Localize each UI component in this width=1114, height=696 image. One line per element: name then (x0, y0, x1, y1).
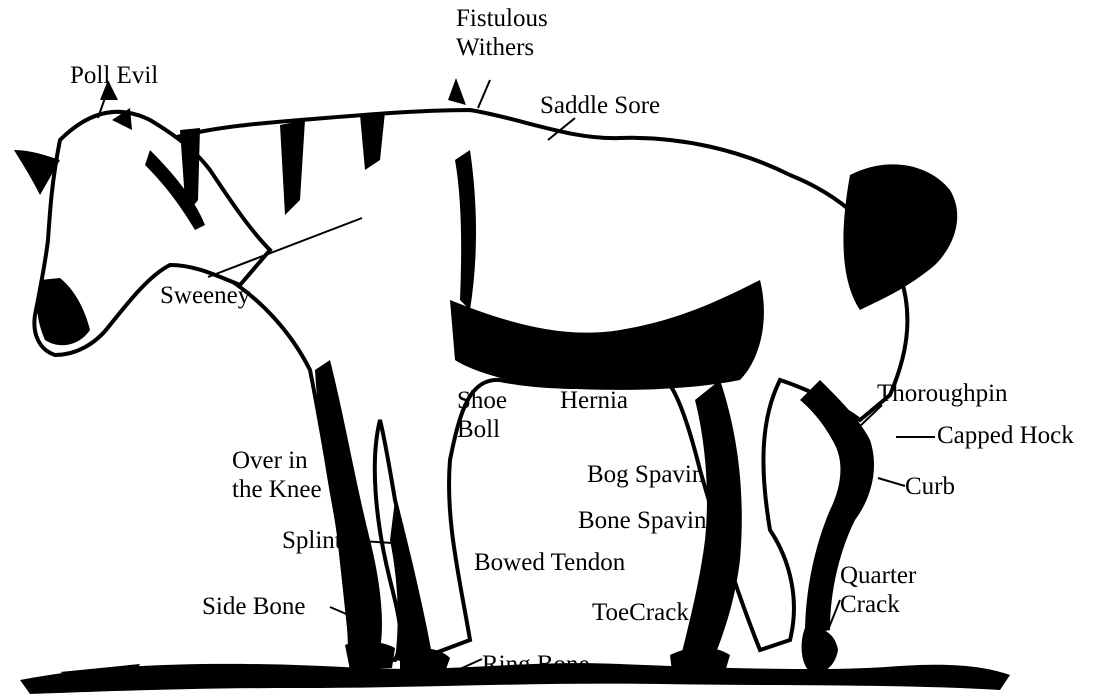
curb-leader (878, 478, 905, 486)
label-shoe-boll: Shoe Boll (457, 386, 507, 444)
label-sweeney: Sweeney (160, 281, 250, 310)
label-capped-hock: Capped Hock (937, 421, 1074, 450)
label-hernia: Hernia (560, 386, 628, 415)
horse-body (120, 110, 907, 660)
horse-head (14, 80, 270, 355)
label-fistulous-withers-line1: Fistulous (456, 4, 548, 33)
label-toe-crack: ToeCrack (592, 598, 689, 627)
label-over-in-the-knee: Over in the Knee (232, 446, 322, 504)
label-ring-bone: Ring Bone (482, 650, 590, 679)
label-bone-spavin: Bone Spavin (578, 506, 706, 535)
label-bog-spavin: Bog Spavin (587, 460, 704, 489)
label-curb: Curb (905, 472, 955, 501)
label-bowed-tendon: Bowed Tendon (474, 548, 625, 577)
label-fistulous-withers: Fistulous Withers (456, 4, 548, 62)
label-saddle-sore: Saddle Sore (540, 91, 660, 120)
label-quarter-crack-line2: Crack (840, 590, 916, 619)
label-quarter-crack: Quarter Crack (840, 561, 916, 619)
tail (843, 164, 957, 310)
label-over-in-the-knee-line1: Over in (232, 446, 322, 475)
label-side-bone: Side Bone (202, 592, 305, 621)
label-quarter-crack-line1: Quarter (840, 561, 916, 590)
fistulous-withers-leader (478, 80, 490, 108)
label-poll-evil: Poll Evil (70, 61, 158, 90)
label-over-in-the-knee-line2: the Knee (232, 475, 322, 504)
label-splint: Splint (282, 526, 342, 555)
label-shoe-boll-line1: Shoe (457, 386, 507, 415)
label-shoe-boll-line2: Boll (457, 415, 507, 444)
label-thoroughpin: Thoroughpin (877, 379, 1008, 408)
label-fistulous-withers-line2: Withers (456, 33, 548, 62)
